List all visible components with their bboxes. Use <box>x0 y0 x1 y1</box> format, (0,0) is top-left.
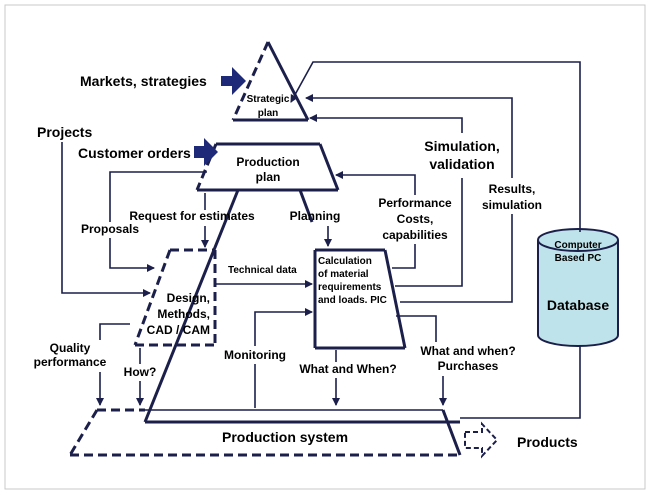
design-label-3: CAD / CAM <box>147 323 210 337</box>
planning-label: Planning <box>290 209 341 223</box>
simulation-validation-label-1: Simulation, <box>424 138 499 154</box>
monitoring-label: Monitoring <box>224 348 286 362</box>
what-and-when-label: What and When? <box>299 362 396 376</box>
computer-based-pc-label-1: Computer <box>554 240 601 251</box>
request-for-estimates-label: Request for estimates <box>129 209 255 223</box>
main-pyramid-shape <box>143 189 460 424</box>
calc-label-2: of material <box>318 269 369 280</box>
performance-label-2: Costs, <box>397 212 434 226</box>
production-system-label: Production system <box>222 429 348 445</box>
simulation-line <box>395 178 463 287</box>
design-label-1: Design, <box>167 291 210 305</box>
customer-orders-label: Customer orders <box>78 145 191 161</box>
design-label-2: Methods, <box>157 307 210 321</box>
technical-data-label: Technical data <box>228 265 297 276</box>
proposals-line-top <box>109 171 207 222</box>
simulation-validation-label-2: validation <box>429 156 494 172</box>
strategic-plan-label-2: plan <box>258 108 279 119</box>
simulation-to-strategic-arrow <box>309 114 463 133</box>
results-simulation-label-2: simulation <box>482 198 542 212</box>
production-plan-label-1: Production <box>236 155 299 169</box>
performance-to-production-arrow <box>335 171 416 195</box>
database-cylinder <box>537 228 619 347</box>
proposals-label: Proposals <box>81 222 139 236</box>
calc-label-4: and loads. PIC <box>318 295 387 306</box>
quality-label-2: performance <box>34 355 107 369</box>
purchases-line <box>396 315 437 342</box>
performance-label-3: capabilities <box>382 228 448 242</box>
products-output-arrow <box>464 421 499 459</box>
results-simulation-label-1: Results, <box>489 182 536 196</box>
production-system-shape <box>68 408 462 457</box>
computer-based-pc-label-2: Based PC <box>555 253 602 264</box>
projects-label: Projects <box>37 124 92 140</box>
performance-label-1: Performance <box>378 196 452 210</box>
markets-input-arrow <box>221 67 246 95</box>
quality-line <box>99 323 130 340</box>
performance-line <box>392 244 416 269</box>
products-label: Products <box>517 434 578 450</box>
strategic-plan-shape <box>231 41 310 122</box>
calc-label-3: requirements <box>318 282 382 293</box>
what-when-purchases-label-1: What and when? <box>420 344 515 358</box>
design-shape <box>133 248 217 347</box>
what-when-purchases-label-2: Purchases <box>438 359 499 373</box>
database-to-strategic-arrow <box>290 61 581 232</box>
strategic-plan-label-1: Strategic <box>247 94 290 105</box>
proposals-arrow <box>109 238 155 272</box>
calc-label-1: Calculation <box>318 256 372 267</box>
quality-label-1: Quality <box>50 341 91 355</box>
results-to-strategic-arrow <box>305 94 513 178</box>
how-label: How? <box>124 365 157 379</box>
customer-orders-input-arrow <box>194 138 218 166</box>
projects-arrow <box>61 142 151 297</box>
markets-strategies-label: Markets, strategies <box>80 73 207 89</box>
monitoring-arrow <box>254 308 313 346</box>
production-plan-label-2: plan <box>256 170 281 184</box>
database-label: Database <box>547 297 609 313</box>
results-line <box>400 214 513 303</box>
calculation-shape <box>313 248 407 350</box>
database-to-production-line <box>460 345 581 419</box>
